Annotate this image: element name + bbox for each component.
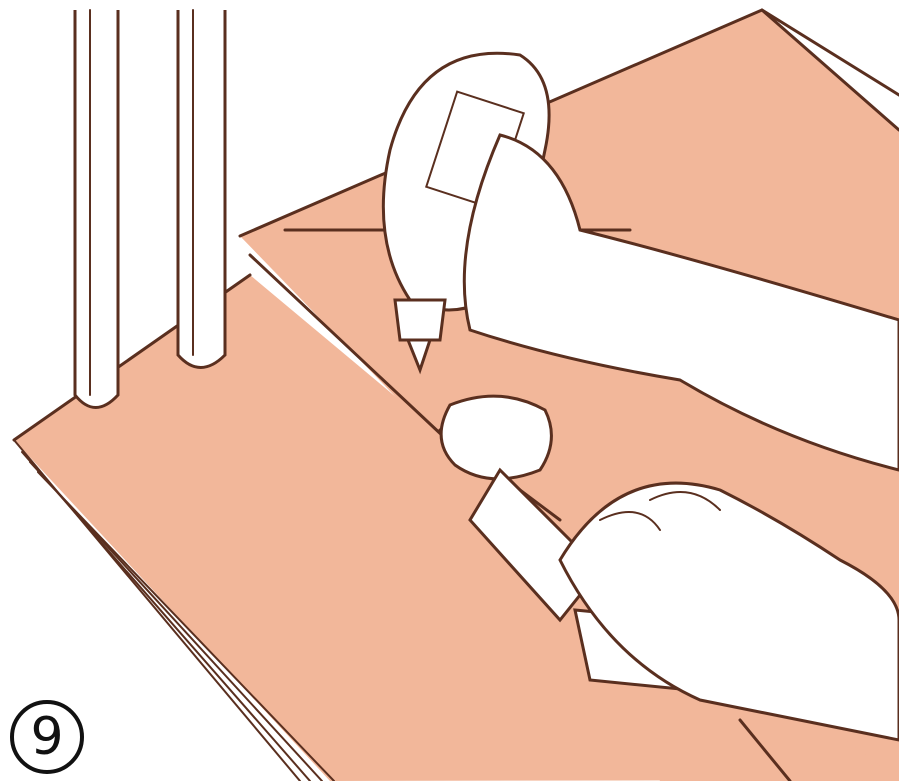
step-number-badge: 9 <box>10 700 84 774</box>
